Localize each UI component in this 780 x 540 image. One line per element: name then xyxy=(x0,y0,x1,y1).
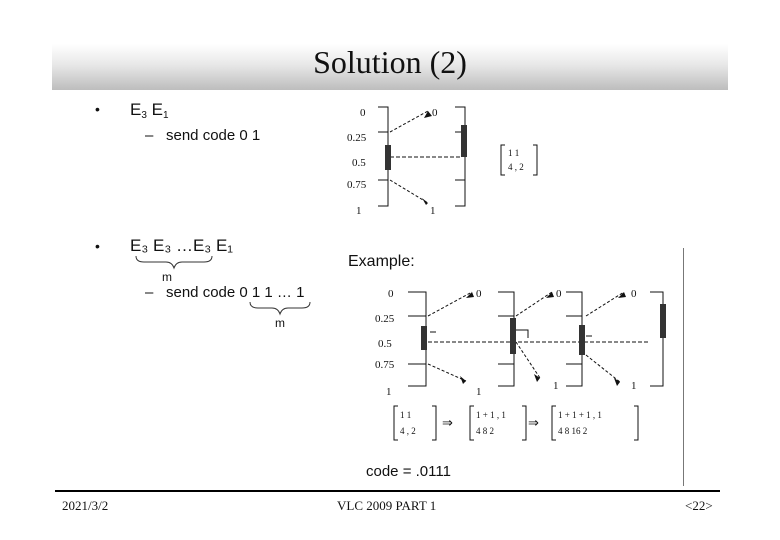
tick-label: 0 xyxy=(388,288,394,300)
implies-arrow: ⇒ xyxy=(528,415,539,430)
dash-2: – xyxy=(145,284,154,301)
footer-rule xyxy=(55,490,720,492)
expr-e3-e1: E3 E1 xyxy=(130,100,169,121)
e1-sub: 1 xyxy=(162,110,169,121)
expr-e3-sequence: E₃ E₃ …E₃ E₁ xyxy=(130,236,234,255)
sub-interval-mark xyxy=(461,125,467,157)
tick-label: 0.75 xyxy=(375,359,395,371)
send-code-01: send code 0 1 xyxy=(166,127,261,144)
e3-letter: E xyxy=(130,100,142,119)
top-label: 0 xyxy=(476,288,482,300)
bottom-label: 1 xyxy=(631,380,637,392)
footer-center: VLC 2009 PART 1 xyxy=(337,498,437,513)
dash-1: – xyxy=(145,127,154,144)
tick-label: 0.5 xyxy=(352,157,366,169)
matrix2-bottom: 4 8 2 xyxy=(476,426,494,436)
tick-label: 0.25 xyxy=(375,313,395,325)
tick-label: 0.5 xyxy=(378,338,392,350)
e1-letter: E xyxy=(151,100,163,119)
tick-label: 0.25 xyxy=(347,132,367,144)
bullet-1: • xyxy=(95,101,100,117)
example-label: Example: xyxy=(348,253,415,270)
right-top-label: 0 xyxy=(432,107,438,119)
slide-title: Solution (2) xyxy=(313,44,467,80)
send-code-011: send code 0 1 1 … 1 xyxy=(166,284,305,301)
matrix3-top: 1 + 1 + 1 , 1 xyxy=(558,410,602,420)
matrix-top: 1 1 xyxy=(508,148,519,158)
bottom-label: 1 xyxy=(476,386,482,398)
footer-date: 2021/3/2 xyxy=(62,498,109,513)
tick-label: 1 xyxy=(356,205,362,217)
right-bottom-label: 1 xyxy=(430,205,436,217)
code-result: code = .0111 xyxy=(366,463,451,480)
matrix2-top: 1 + 1 , 1 xyxy=(476,410,506,420)
brace-under-expr xyxy=(135,255,213,270)
matrix1-bottom: 4 , 2 xyxy=(400,426,416,436)
tick-label: 0 xyxy=(360,107,366,119)
tick-label: 1 xyxy=(386,386,392,398)
matrix1-top: 1 1 xyxy=(400,410,411,420)
footer-page-number: <22> xyxy=(685,498,713,513)
bottom-label: 1 xyxy=(553,380,559,392)
divider-vertical xyxy=(683,248,684,486)
matrix3-bottom: 4 8 16 2 xyxy=(558,426,587,436)
title-bar xyxy=(52,44,728,90)
brace-label-m: m xyxy=(162,270,172,284)
matrix-bottom: 4 , 2 xyxy=(508,162,524,172)
sub-interval-mark xyxy=(385,145,391,170)
brace-label-m2: m xyxy=(275,316,285,330)
bullet-2: • xyxy=(95,238,100,254)
tick-label: 0.75 xyxy=(347,179,367,191)
brace-under-code xyxy=(249,301,311,316)
top-label: 0 xyxy=(631,288,637,300)
top-label: 0 xyxy=(556,288,562,300)
e3-sub: 3 xyxy=(141,110,147,121)
implies-arrow: ⇒ xyxy=(442,415,453,430)
